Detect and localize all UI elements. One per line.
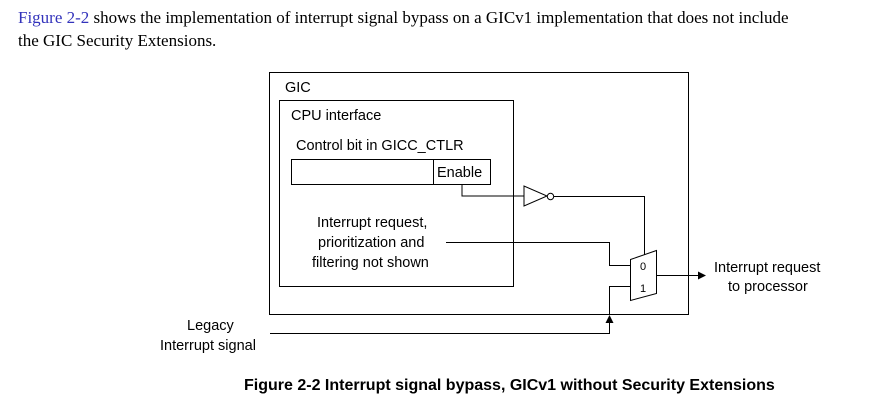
gicc-ctlr-register [291,159,491,185]
legacy-to-mux-wire [609,286,630,315]
legacy-arrowhead [605,315,614,323]
inverter-bubble [546,192,555,201]
figure-caption: Figure 2-2 Interrupt signal bypass, GICv… [244,377,775,394]
cpu-interface-label: CPU interface [291,108,381,124]
legacy-label-line-2: Interrupt signal [160,338,256,354]
legacy-label-line-1: Legacy [187,318,235,334]
figure-reference-link[interactable]: Figure 2-2 [18,8,90,27]
gic-box [269,72,689,315]
enable-bit-label: Enable [437,165,482,181]
gic-label: GIC [285,80,311,96]
select-signal-wire [554,196,645,255]
multiplexer [630,249,657,302]
legacy-signal-wire [270,322,610,334]
interrupt-request-line-2: prioritization and [318,235,424,251]
output-label-line-2: to processor [728,279,808,295]
cpu-interface-box [279,100,514,287]
interrupt-request-line-1: Interrupt request, [317,215,427,231]
inverter-gate [523,185,549,207]
intro-text-line2: the GIC Security Extensions. [18,31,217,50]
interrupt-request-wire [446,242,630,266]
intro-text-line1: shows the implementation of interrupt si… [89,8,789,27]
intro-paragraph: Figure 2-2 shows the implementation of i… [18,6,878,52]
interrupt-request-line-3: filtering not shown [312,255,429,271]
output-arrowhead [698,271,706,280]
mux-input-1-label: 1 [640,283,646,295]
mux-input-0-label: 0 [640,261,646,273]
enable-signal-wire [461,185,524,197]
output-label-line-1: Interrupt request [714,260,820,276]
control-bit-label: Control bit in GICC_CTLR [296,138,464,154]
